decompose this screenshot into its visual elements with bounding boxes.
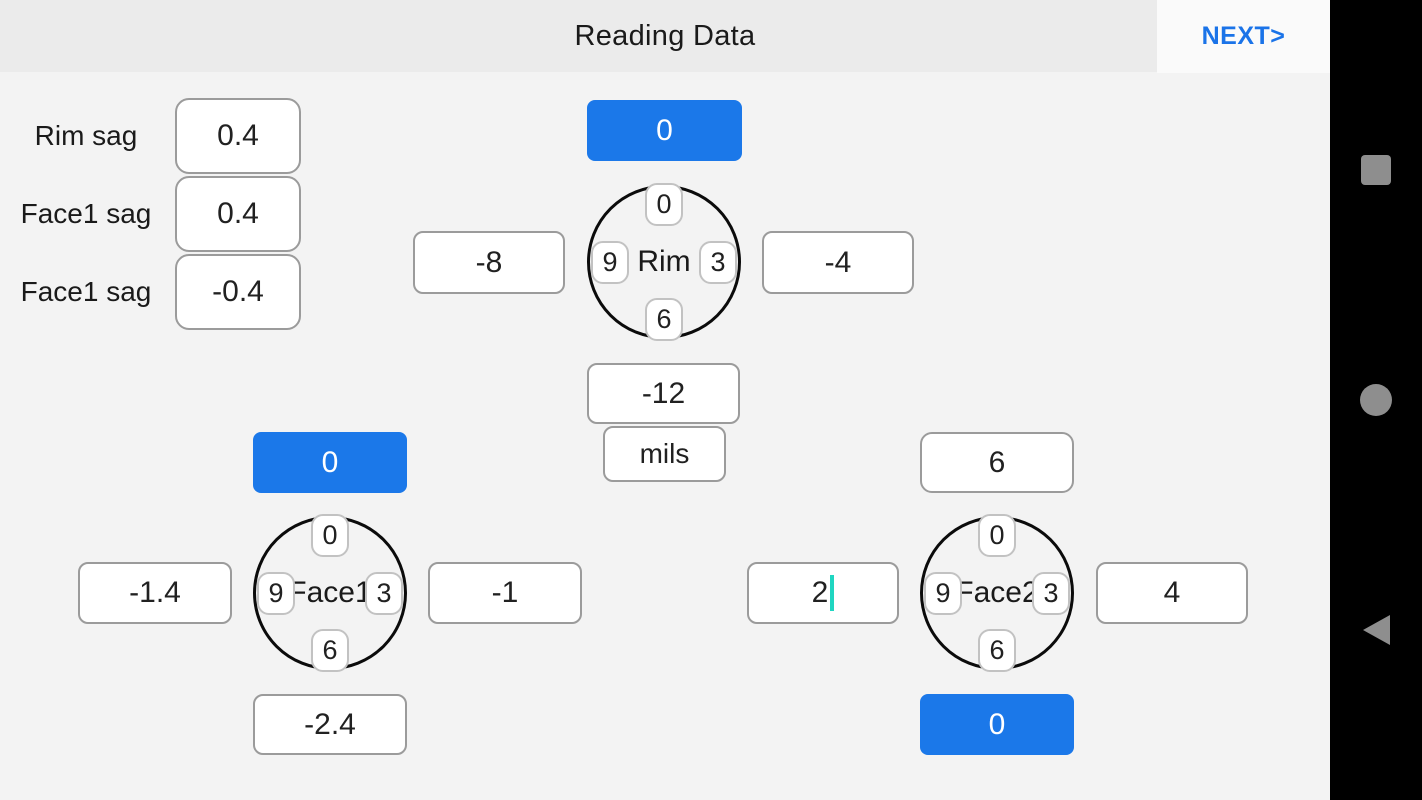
face1-pos-9-badge: 9 [257, 572, 295, 615]
face1-sag-input[interactable]: 0.4 [175, 176, 301, 252]
units-button[interactable]: mils [603, 426, 726, 482]
face1-sag-input-2[interactable]: -0.4 [175, 254, 301, 330]
rim-pos-9-badge: 9 [591, 241, 629, 284]
face1-dial: Face1 0 3 6 9 [253, 514, 407, 672]
face1-pos-0-badge: 0 [311, 514, 349, 557]
rim-top-zero-button[interactable]: 0 [587, 100, 742, 161]
rim-pos-6-badge: 6 [645, 298, 683, 341]
rim-9-oclock-input[interactable]: -8 [413, 231, 565, 294]
face2-pos-3-badge: 3 [1032, 572, 1070, 615]
rim-pos-0-badge: 0 [645, 183, 683, 226]
text-cursor [830, 575, 835, 611]
next-button[interactable]: NEXT> [1157, 0, 1330, 73]
face2-pos-0-badge: 0 [978, 514, 1016, 557]
face2-pos-6-badge: 6 [978, 629, 1016, 672]
rim-pos-3-badge: 3 [699, 241, 737, 284]
face1-9-oclock-input[interactable]: -1.4 [78, 562, 232, 624]
face1-dial-label: Face1 [288, 576, 372, 609]
next-button-label: NEXT> [1201, 22, 1286, 50]
face1-sag-label: Face1 sag [20, 198, 152, 229]
face2-9-oclock-value: 2 [811, 576, 829, 609]
rim-dial-label: Rim [637, 245, 691, 278]
face2-bottom-zero-button[interactable]: 0 [920, 694, 1074, 755]
android-nav-bar [1330, 0, 1422, 800]
rim-sag-input[interactable]: 0.4 [175, 98, 301, 174]
face2-3-oclock-input[interactable]: 4 [1096, 562, 1248, 624]
page-title: Reading Data [574, 19, 756, 52]
face2-dial: Face2 0 3 6 9 [920, 514, 1074, 672]
rim-3-oclock-input[interactable]: -4 [762, 231, 914, 294]
face1-pos-3-badge: 3 [365, 572, 403, 615]
face2-0-oclock-input[interactable]: 6 [920, 432, 1074, 493]
recents-icon[interactable] [1361, 155, 1391, 185]
face2-dial-label: Face2 [955, 576, 1039, 609]
title-bar: Reading Data [0, 0, 1330, 72]
face1-6-oclock-input[interactable]: -2.4 [253, 694, 407, 755]
rim-sag-label: Rim sag [34, 120, 138, 151]
home-icon[interactable] [1360, 384, 1392, 416]
face1-sag-label-2: Face1 sag [20, 276, 152, 307]
face1-top-zero-button[interactable]: 0 [253, 432, 407, 493]
rim-6-oclock-input[interactable]: -12 [587, 363, 740, 424]
face2-pos-9-badge: 9 [924, 572, 962, 615]
face1-pos-6-badge: 6 [311, 629, 349, 672]
back-icon[interactable] [1363, 615, 1390, 645]
rim-dial: Rim 0 3 6 9 [587, 183, 741, 341]
face1-3-oclock-input[interactable]: -1 [428, 562, 582, 624]
face2-9-oclock-input[interactable]: 2 [747, 562, 899, 624]
